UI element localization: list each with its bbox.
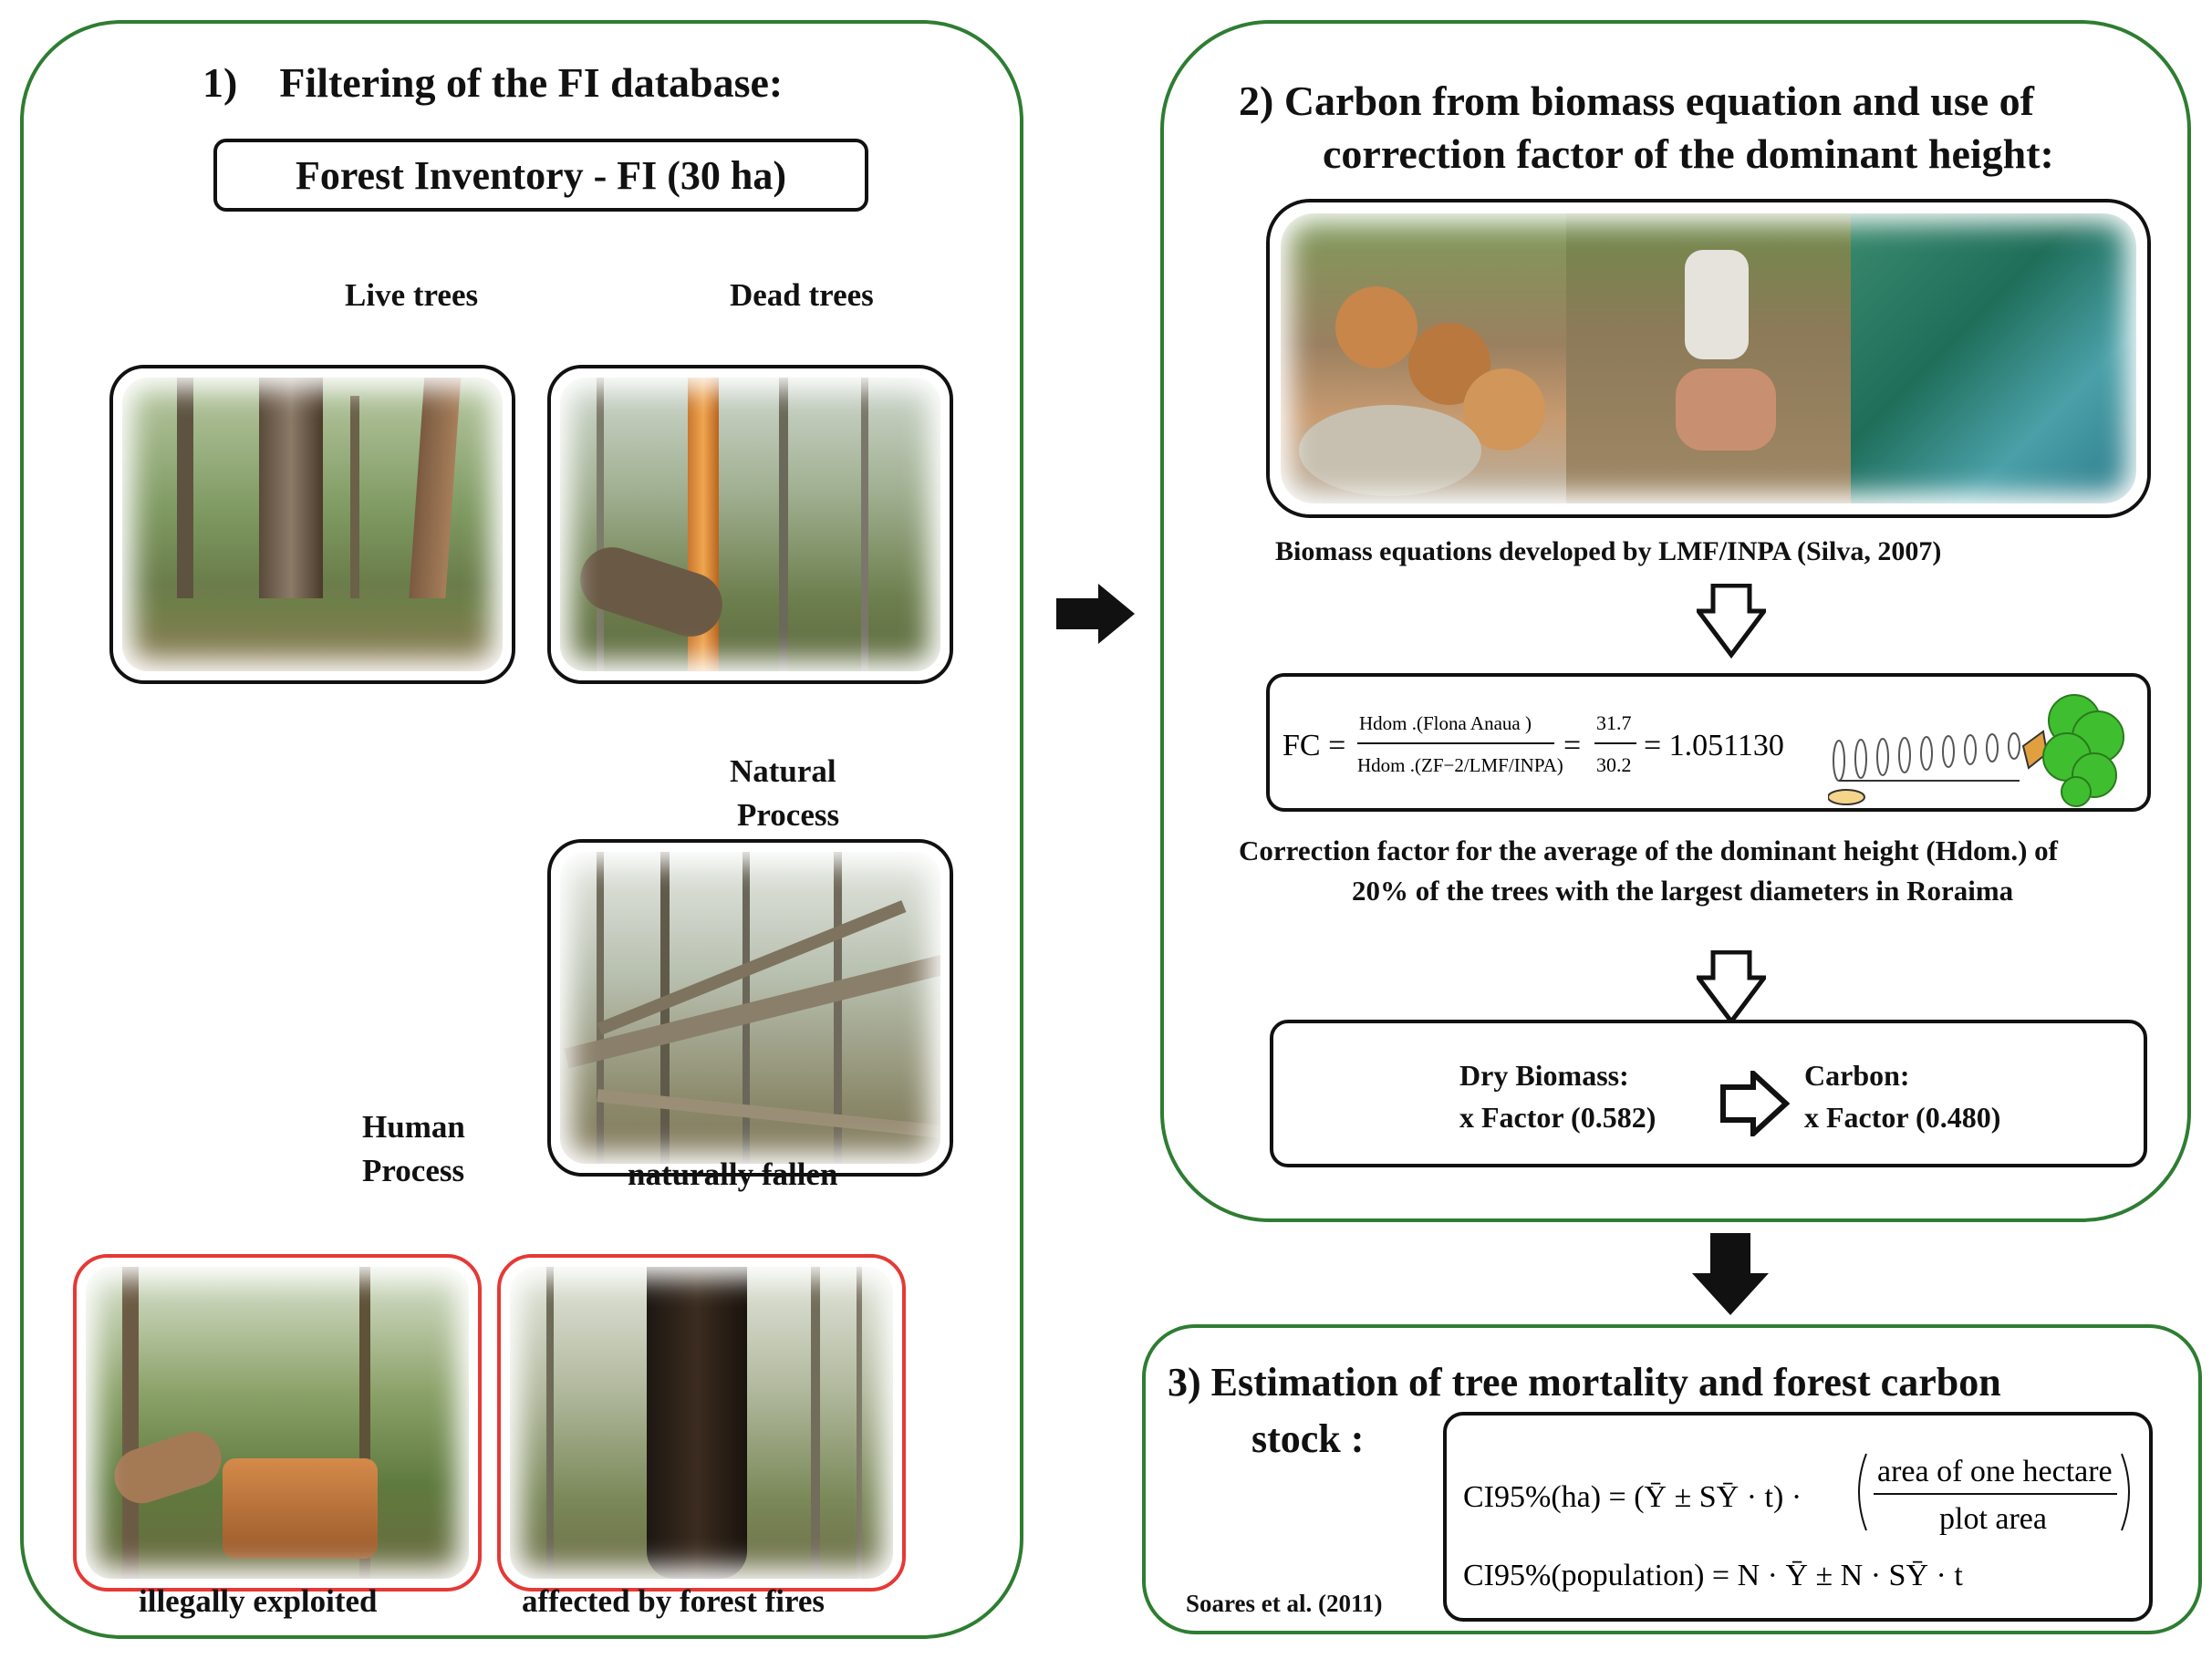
naturally-fallen-label: naturally fallen <box>628 1156 838 1192</box>
fc-equation-box: FC = Hdom .(Flona Anaua ) Hdom .(ZF−2/LM… <box>1266 673 2151 812</box>
ci-eq1-numerator: area of one hectare <box>1877 1455 2113 1488</box>
tree-log-illustration-icon <box>1828 694 2124 807</box>
ci-eq1-denominator: plot area <box>1939 1502 2047 1536</box>
citation-label: Soares et al. (2011) <box>1186 1590 1383 1617</box>
biomass-fieldwork-photos <box>1266 199 2151 518</box>
forest-fires-label: affected by forest fires <box>522 1583 826 1619</box>
human-process-label-1: Human <box>362 1109 465 1145</box>
panel3-title-line1: 3) Estimation of tree mortality and fore… <box>1168 1360 2001 1405</box>
biomass-caption: Biomass equations developed by LMF/INPA … <box>1275 536 1942 566</box>
human-process-label-2: Process <box>362 1153 465 1188</box>
panel1-title: 1) Filtering of the FI database: <box>203 59 784 106</box>
carbon-label: Carbon: <box>1804 1059 1910 1092</box>
live-trees-label: Live trees <box>345 277 479 313</box>
correction-caption-line2: 20% of the trees with the largest diamet… <box>1352 875 2014 907</box>
live-trees-photo <box>109 365 515 684</box>
natural-process-label-2: Process <box>737 797 840 833</box>
biomass-carbon-box: Dry Biomass: x Factor (0.582) Carbon: x … <box>1270 1020 2147 1167</box>
down-arrow-outline-icon-2 <box>1697 950 1766 1025</box>
fc-den2: 30.2 <box>1596 753 1632 776</box>
svg-text:=: = <box>1563 729 1581 762</box>
dry-biomass-label: Dry Biomass: <box>1459 1059 1629 1092</box>
ci-eq1-lhs: CI95%(ha) = (Ȳ ± SȲ · t) · <box>1463 1480 1802 1514</box>
illegally-exploited-photo <box>73 1254 482 1592</box>
panel2-title-line2: correction factor of the dominant height… <box>1323 130 2054 177</box>
panel3-title-line2: stock : <box>1251 1416 1365 1461</box>
panel2-title-line1: 2) Carbon from biomass equation and use … <box>1239 78 2034 124</box>
fc-numerator: Hdom .(Flona Anaua ) <box>1359 712 1532 734</box>
fc-equation: FC = Hdom .(Flona Anaua ) Hdom .(ZF−2/LM… <box>1283 711 1784 776</box>
ci-eq2: CI95%(population) = N · Ȳ ± N · SȲ · t <box>1463 1559 1963 1592</box>
natural-process-label-1: Natural <box>730 753 836 789</box>
forest-fires-photo <box>497 1254 906 1592</box>
dry-biomass-factor: x Factor (0.582) <box>1459 1101 1656 1134</box>
dead-trees-photo <box>547 365 953 684</box>
correction-caption-line1: Correction factor for the average of the… <box>1239 835 2058 866</box>
carbon-factor: x Factor (0.480) <box>1804 1101 2001 1134</box>
forest-inventory-label: Forest Inventory - FI (30 ha) <box>295 152 787 198</box>
fc-result: = 1.051130 <box>1644 729 1784 762</box>
naturally-fallen-photo <box>547 839 953 1177</box>
right-arrow-outline-icon <box>1720 1071 1790 1136</box>
down-arrow-outline-icon-1 <box>1697 584 1766 658</box>
down-arrow-icon <box>1692 1233 1769 1315</box>
fc-num2: 31.7 <box>1596 711 1632 734</box>
fc-denominator: Hdom .(ZF−2/LMF/INPA) <box>1357 754 1563 776</box>
ci-equation-box: CI95%(ha) = (Ȳ ± SȲ · t) · area of one h… <box>1443 1412 2153 1622</box>
dead-trees-label: Dead trees <box>730 277 874 313</box>
right-arrow-icon <box>1056 584 1135 644</box>
fc-lhs: FC = <box>1283 729 1345 762</box>
forest-inventory-box: Forest Inventory - FI (30 ha) <box>213 139 868 212</box>
illegally-exploited-label: illegally exploited <box>139 1583 378 1619</box>
ci-equations: CI95%(ha) = (Ȳ ± SȲ · t) · area of one h… <box>1463 1453 2130 1592</box>
